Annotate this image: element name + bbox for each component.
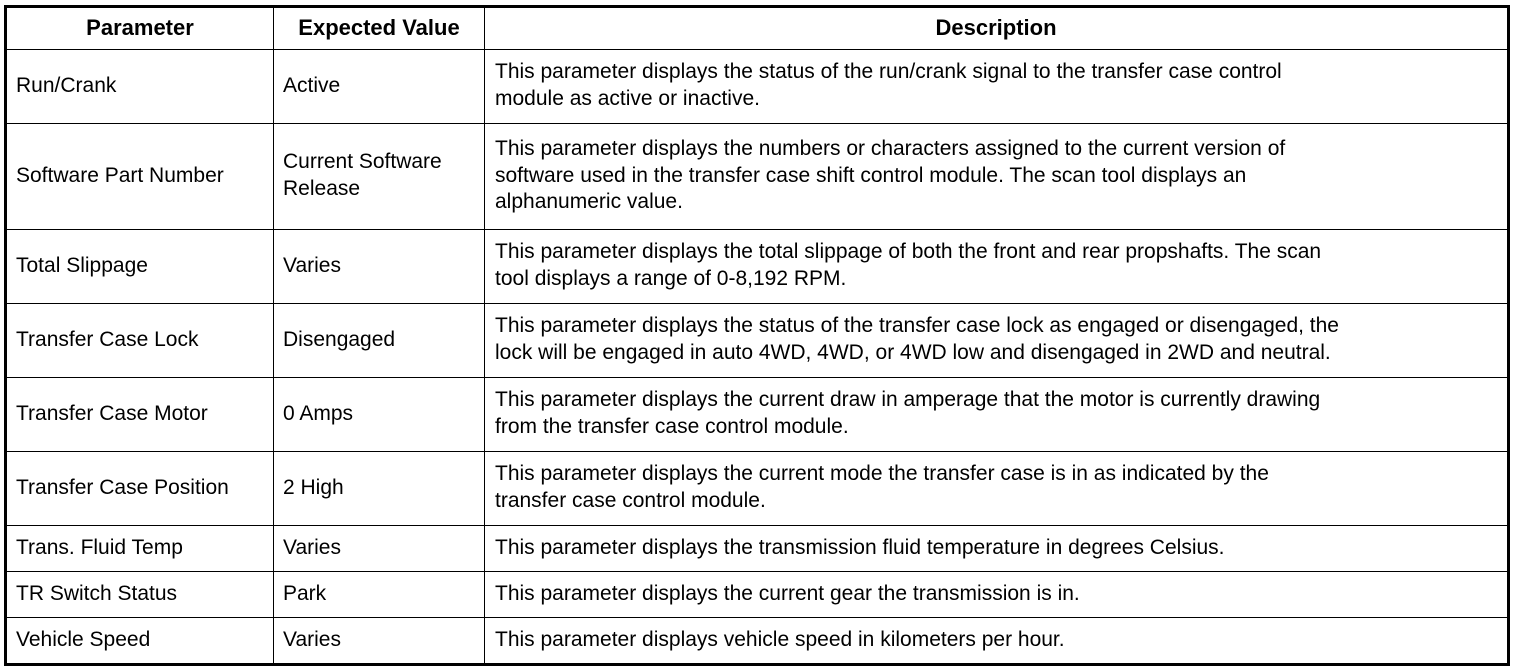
- value-line: Current Software: [283, 150, 442, 174]
- cell-parameter: Trans. Fluid Temp: [5, 525, 274, 572]
- cell-parameter: Transfer Case Position: [5, 451, 274, 526]
- table-row: Total Slippage Varies This parameter dis…: [5, 229, 1509, 304]
- value-line: Disengaged: [283, 327, 396, 351]
- cell-description: This parameter displays the current draw…: [484, 377, 1509, 452]
- cell-parameter: Software Part Number: [5, 123, 274, 230]
- cell-description: This parameter displays vehicle speed in…: [484, 617, 1509, 665]
- cell-expected-value: 2 High: [273, 451, 485, 526]
- description-line: This parameter displays vehicle speed in…: [495, 627, 1065, 651]
- document-page: Parameter Expected Value Description Run…: [4, 5, 1510, 666]
- description-line: transfer case control module.: [495, 489, 766, 512]
- description-line: This parameter displays the current draw…: [495, 388, 1321, 412]
- cell-description: This parameter displays the current mode…: [484, 451, 1509, 526]
- cell-parameter: TR Switch Status: [5, 571, 274, 618]
- cell-parameter: Run/Crank: [5, 49, 274, 124]
- table-row: Software Part Number Current Software Re…: [5, 123, 1509, 230]
- cell-description: This parameter displays the numbers or c…: [484, 123, 1509, 230]
- cell-expected-value: Disengaged: [273, 303, 485, 378]
- value-line: 2 High: [283, 475, 344, 499]
- description-line: module as active or inactive.: [495, 87, 760, 110]
- description-line: This parameter displays the current mode…: [495, 462, 1269, 486]
- cell-description: This parameter displays the total slippa…: [484, 229, 1509, 304]
- cell-expected-value: Varies: [273, 617, 485, 665]
- table-header-row: Parameter Expected Value Description: [5, 6, 1509, 50]
- table-row: Transfer Case Motor 0 Amps This paramete…: [5, 377, 1509, 452]
- cell-description: This parameter displays the transmission…: [484, 525, 1509, 572]
- description-line: alphanumeric value.: [495, 190, 683, 214]
- column-header-parameter: Parameter: [5, 6, 274, 50]
- value-line: Varies: [283, 627, 341, 651]
- value-line: Varies: [283, 535, 341, 559]
- description-line: lock will be engaged in auto 4WD, 4WD, o…: [495, 341, 1331, 364]
- cell-description: This parameter displays the status of th…: [484, 303, 1509, 378]
- cell-parameter: Transfer Case Lock: [5, 303, 274, 378]
- value-line: Release: [283, 177, 361, 200]
- scan-tool-parameter-table: Parameter Expected Value Description Run…: [4, 5, 1510, 666]
- description-line: This parameter displays the status of th…: [495, 314, 1339, 338]
- column-header-description: Description: [484, 6, 1509, 50]
- description-line: from the transfer case control module.: [495, 415, 849, 438]
- description-line: This parameter displays the numbers or c…: [495, 136, 1286, 160]
- description-line: software used in the transfer case shift…: [495, 163, 1247, 187]
- value-line: Park: [283, 581, 327, 605]
- cell-parameter: Transfer Case Motor: [5, 377, 274, 452]
- cell-expected-value: 0 Amps: [273, 377, 485, 452]
- cell-expected-value: Varies: [273, 229, 485, 304]
- table-row: TR Switch Status Park This parameter dis…: [5, 571, 1509, 618]
- table-row: Vehicle Speed Varies This parameter disp…: [5, 617, 1509, 665]
- description-line: tool displays a range of 0-8,192 RPM.: [495, 267, 847, 290]
- cell-description: This parameter displays the status of th…: [484, 49, 1509, 124]
- table-row: Run/Crank Active This parameter displays…: [5, 49, 1509, 124]
- cell-description: This parameter displays the current gear…: [484, 571, 1509, 618]
- table-row: Transfer Case Position 2 High This param…: [5, 451, 1509, 526]
- value-line: Active: [283, 73, 341, 97]
- column-header-expected-value: Expected Value: [273, 6, 485, 50]
- table-body: Run/Crank Active This parameter displays…: [5, 49, 1509, 665]
- value-line: Varies: [283, 253, 341, 277]
- table-header: Parameter Expected Value Description: [5, 6, 1509, 50]
- cell-expected-value: Active: [273, 49, 485, 124]
- description-line: This parameter displays the total slippa…: [495, 240, 1322, 264]
- cell-parameter: Total Slippage: [5, 229, 274, 304]
- cell-expected-value: Park: [273, 571, 485, 618]
- value-line: 0 Amps: [283, 401, 354, 425]
- cell-parameter: Vehicle Speed: [5, 617, 274, 665]
- cell-expected-value: Current Software Release: [273, 123, 485, 230]
- table-row: Trans. Fluid Temp Varies This parameter …: [5, 525, 1509, 572]
- description-line: This parameter displays the current gear…: [495, 581, 1080, 605]
- description-line: This parameter displays the transmission…: [495, 535, 1225, 559]
- cell-expected-value: Varies: [273, 525, 485, 572]
- description-line: This parameter displays the status of th…: [495, 60, 1282, 84]
- table-row: Transfer Case Lock Disengaged This param…: [5, 303, 1509, 378]
